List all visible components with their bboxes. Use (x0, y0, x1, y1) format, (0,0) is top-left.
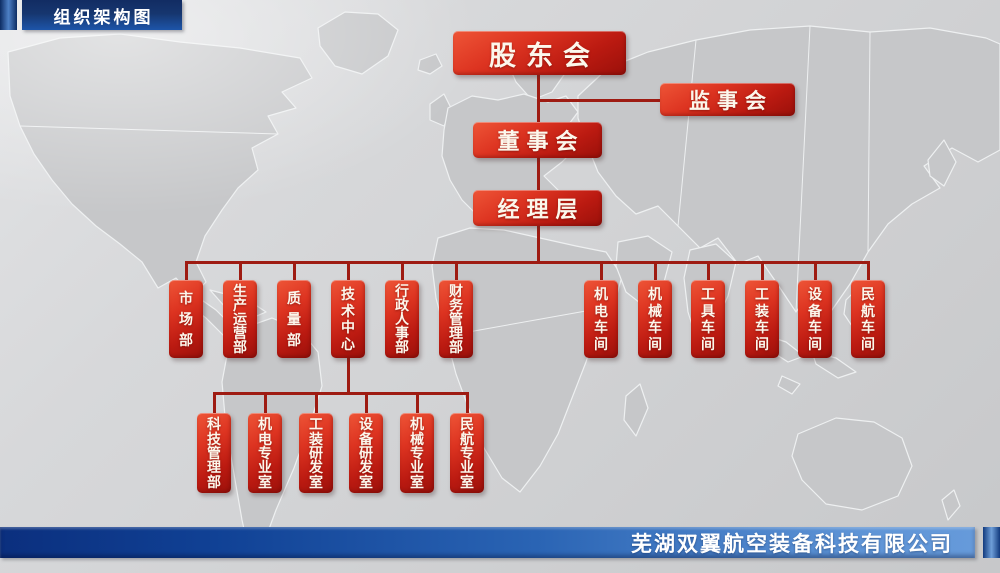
tech-office-box-tooling-rd: 工装研发室 (299, 413, 333, 493)
connector-main-rail (184, 261, 870, 264)
connector-stub (400, 261, 404, 281)
connector-stub (238, 261, 242, 281)
workshop-box-equipment: 设备车间 (798, 280, 832, 358)
connector-board-to-management (536, 158, 540, 190)
department-box-quality: 质量部 (277, 280, 311, 358)
workshop-box-tooling: 工装车间 (745, 280, 779, 358)
org-box-supervisory-board: 监事会 (660, 83, 795, 116)
connector-stub (866, 261, 870, 281)
org-box-management-level: 经理层 (473, 190, 602, 226)
connector-stub (364, 392, 368, 414)
org-box-shareholders-meeting: 股东会 (453, 31, 626, 75)
footer-bar: 芜湖双翼航空装备科技有限公司 (0, 527, 975, 558)
connector-stub (314, 392, 318, 414)
workshop-box-machinery: 机械车间 (638, 280, 672, 358)
connector-stub (706, 261, 710, 281)
connector-root-to-board (536, 75, 540, 122)
connector-stub (465, 392, 469, 414)
header-accent-block (0, 0, 17, 30)
tech-office-box-science-management: 科技管理部 (197, 413, 231, 493)
connector-stub (813, 261, 817, 281)
org-box-board-of-directors: 董事会 (473, 122, 602, 158)
workshop-box-electromechanical: 机电车间 (584, 280, 618, 358)
department-box-production-operations: 生产运营部 (223, 280, 257, 358)
connector-stub (184, 261, 188, 281)
company-name: 芜湖双翼航空装备科技有限公司 (631, 532, 953, 556)
connector-stub (760, 261, 764, 281)
footer-accent-block (983, 527, 1000, 558)
connector-tech-to-subrail (346, 358, 350, 394)
department-box-marketing: 市场部 (169, 280, 203, 358)
connector-stub (212, 392, 216, 414)
department-box-admin-hr: 行政人事部 (385, 280, 419, 358)
connector-stub (653, 261, 657, 281)
connector-stub (346, 261, 350, 281)
workshop-box-tools: 工具车间 (691, 280, 725, 358)
tech-office-box-machinery: 机械专业室 (400, 413, 434, 493)
page-title: 组织架构图 (53, 7, 154, 27)
connector-stub (415, 392, 419, 414)
tech-office-box-equipment-rd: 设备研发室 (349, 413, 383, 493)
connector-stub (292, 261, 296, 281)
tech-office-box-electromechanical: 机电专业室 (248, 413, 282, 493)
connector-stub (263, 392, 267, 414)
department-box-technology-center: 技术中心 (331, 280, 365, 358)
workshop-box-civil-aviation: 民航车间 (851, 280, 885, 358)
connector-stub (599, 261, 603, 281)
page-title-badge: 组织架构图 (22, 0, 182, 30)
connector-management-to-rail (536, 226, 540, 262)
department-box-finance: 财务管理部 (439, 280, 473, 358)
connector-to-supervisory (536, 99, 661, 102)
connector-sub-rail (212, 392, 469, 395)
tech-office-box-civil-aviation: 民航专业室 (450, 413, 484, 493)
connector-stub (454, 261, 458, 281)
